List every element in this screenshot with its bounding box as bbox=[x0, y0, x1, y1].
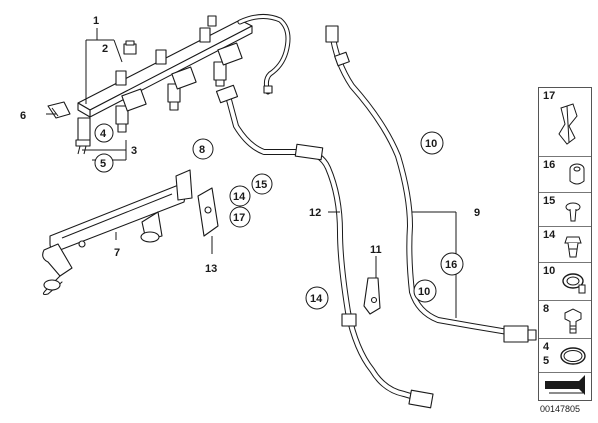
callout-8: 8 bbox=[199, 144, 205, 156]
legend-number: 17 bbox=[543, 90, 556, 102]
callout-14-lower: 14 bbox=[310, 293, 323, 305]
legend-number: 15 bbox=[543, 195, 556, 207]
clip-icon bbox=[558, 103, 578, 145]
bolt-icon bbox=[564, 308, 582, 334]
callout-7: 7 bbox=[114, 247, 120, 259]
callouts: 1 2 3 4 5 6 7 8 9 10 10 11 12 13 14 14 1… bbox=[20, 15, 480, 310]
legend-number: 14 bbox=[543, 229, 556, 241]
legend-number: 5 bbox=[543, 355, 550, 367]
sleeve-icon bbox=[569, 163, 585, 185]
callout-1: 1 bbox=[93, 15, 99, 27]
clip-part-11 bbox=[363, 277, 381, 315]
callout-17: 17 bbox=[233, 212, 245, 224]
leader-lines bbox=[46, 28, 457, 318]
legend-number: 8 bbox=[543, 303, 550, 315]
callout-2: 2 bbox=[102, 43, 108, 55]
hose-clamp-icon bbox=[562, 273, 586, 294]
legend-cell-14: 14 bbox=[539, 226, 591, 262]
legend-cell-16: 16 bbox=[539, 156, 591, 192]
legend-cell-17: 17 bbox=[539, 88, 591, 156]
fuel-line-part-12 bbox=[215, 84, 434, 409]
o-ring-icon bbox=[560, 347, 586, 365]
callout-6: 6 bbox=[20, 110, 26, 122]
bracket-part-13 bbox=[197, 187, 219, 237]
callout-16: 16 bbox=[445, 259, 457, 271]
parts-legend-panel: 17 16 15 14 10 bbox=[538, 87, 592, 401]
legend-number: 16 bbox=[543, 159, 556, 171]
callout-9: 9 bbox=[474, 207, 480, 219]
document-number: 00147805 bbox=[540, 404, 581, 414]
callout-14-upper: 14 bbox=[233, 191, 246, 203]
arrow-icon bbox=[545, 375, 585, 395]
expanding-rivet-icon bbox=[564, 236, 582, 258]
callout-15: 15 bbox=[255, 179, 267, 191]
legend-cell-15: 15 bbox=[539, 192, 591, 226]
bracket-part-7 bbox=[42, 169, 193, 296]
callout-12: 12 bbox=[309, 207, 321, 219]
callout-5: 5 bbox=[100, 158, 106, 170]
callout-10-top: 10 bbox=[425, 138, 437, 150]
legend-cell-8: 8 bbox=[539, 300, 591, 338]
legend-cell-arrow bbox=[539, 372, 591, 400]
clip-part-6 bbox=[47, 101, 71, 119]
plug-part-2 bbox=[123, 40, 137, 55]
screw-icon bbox=[565, 202, 581, 222]
callout-10-bottom: 10 bbox=[418, 286, 430, 298]
fuel-rail bbox=[77, 14, 291, 118]
legend-number: 10 bbox=[543, 265, 556, 277]
callout-13: 13 bbox=[205, 263, 217, 275]
callout-3: 3 bbox=[131, 145, 137, 157]
injectors bbox=[75, 42, 243, 155]
callout-4: 4 bbox=[100, 128, 107, 140]
fuel-hose-part-9 bbox=[325, 25, 537, 343]
legend-number: 4 bbox=[543, 341, 550, 353]
legend-cell-10: 10 bbox=[539, 262, 591, 300]
callout-11: 11 bbox=[370, 244, 382, 256]
legend-cell-4-5: 4 5 bbox=[539, 338, 591, 372]
